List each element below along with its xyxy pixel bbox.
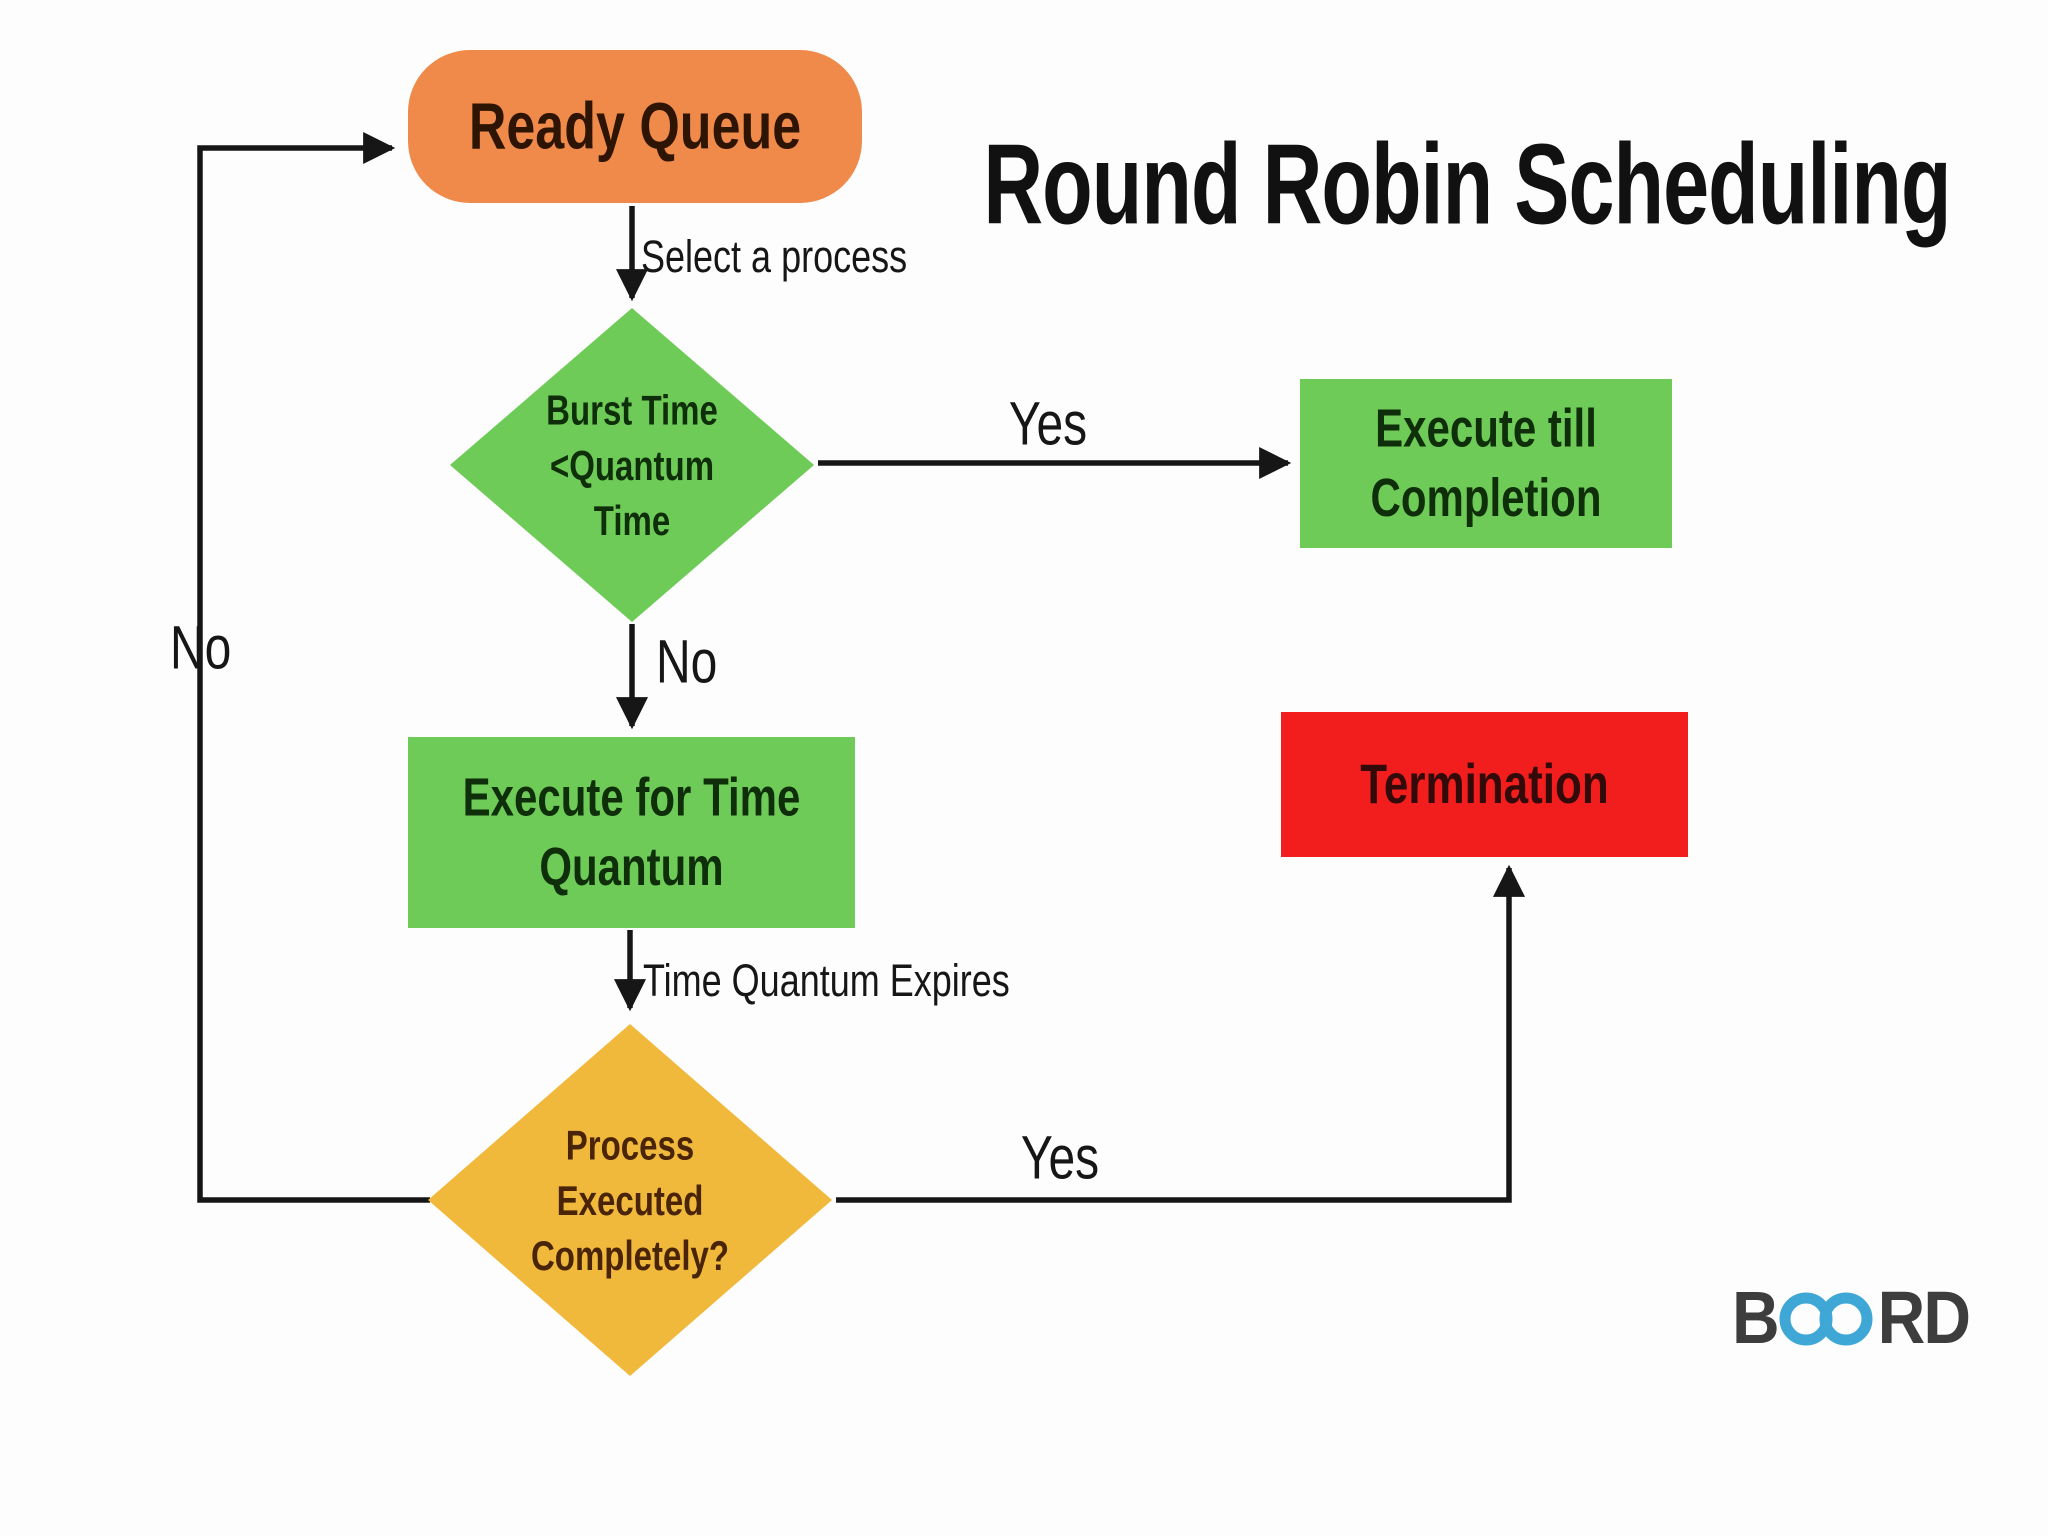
edge-label-yes-bottom: Yes [1020, 1125, 1100, 1193]
node-execute-till-completion-line1: Execute till [1375, 397, 1597, 458]
node-execute-till-completion: Execute till Completion [1300, 379, 1672, 548]
node-process-executed-line2: Executed [556, 1176, 704, 1224]
node-termination: Termination [1281, 712, 1688, 857]
node-execute-till-completion-line2: Completion [1370, 467, 1602, 527]
connector-yes-to-termination [836, 864, 1526, 1203]
node-process-executed-label: Process Executed Completely? [531, 1117, 729, 1283]
node-termination-label: Termination [1360, 752, 1609, 815]
connector-no-loop-to-ready-queue [197, 131, 430, 1203]
edge-label-yes-top: Yes [1008, 391, 1088, 459]
edge-label-no-loop: No [170, 615, 232, 683]
edge-label-select-process: Select a process [641, 230, 908, 283]
node-ready-queue: Ready Queue [408, 50, 862, 203]
node-process-executed-line1: Process [565, 1120, 695, 1168]
infinity-icon [1779, 1292, 1873, 1346]
node-execute-till-completion-label: Execute till Completion [1371, 394, 1602, 533]
node-execute-for-time-quantum-line2: Quantum [539, 836, 724, 896]
node-burst-time-line1: Burst Time [546, 385, 718, 433]
node-execute-for-time-quantum-line1: Execute for Time [462, 766, 801, 827]
board-logo-suffix: RD [1877, 1275, 1971, 1359]
node-burst-time-line2: <Quantum [549, 441, 715, 489]
edge-label-time-quantum-expires: Time Quantum Expires [643, 954, 1010, 1007]
node-ready-queue-label: Ready Queue [468, 89, 802, 164]
node-execute-for-time-quantum-label: Execute for Time Quantum [463, 763, 801, 902]
node-process-executed-line3: Completely? [530, 1231, 730, 1279]
node-burst-time-label: Burst Time <Quantum Time [546, 382, 718, 548]
board-logo-prefix: B [1732, 1275, 1780, 1359]
page-title: Round Robin Scheduling [983, 119, 1951, 248]
board-logo: B RD [1732, 1276, 1971, 1359]
node-execute-for-time-quantum: Execute for Time Quantum [408, 737, 855, 928]
node-burst-time-line3: Time [593, 496, 671, 544]
edge-label-no-mid: No [656, 629, 718, 697]
